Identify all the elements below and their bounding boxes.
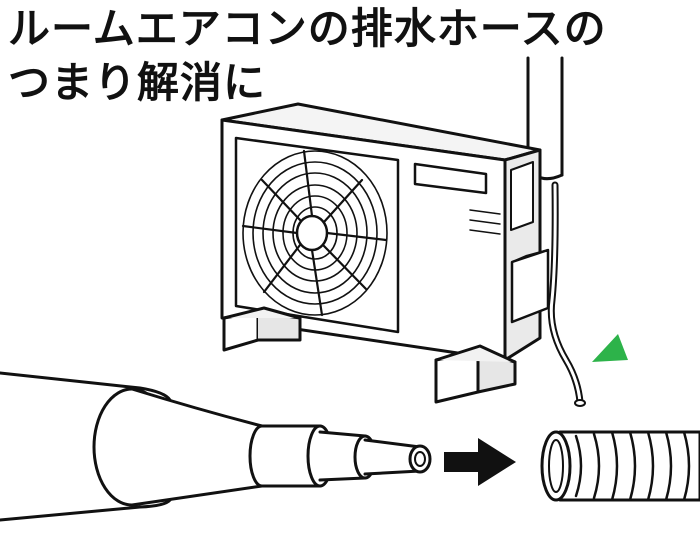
fan-grille (241, 149, 388, 317)
headline: ルームエアコンの排水ホースの つまり解消に (8, 2, 607, 110)
triangle-marker-icon (592, 334, 628, 362)
flexible-hose-end (540, 430, 700, 502)
vacuum-nozzle (0, 371, 432, 522)
unit-stand (222, 306, 517, 404)
headline-line-2: つまり解消に (8, 58, 267, 107)
arrow-right-icon (444, 438, 516, 486)
headline-line-1: ルームエアコンの排水ホースの (8, 4, 607, 53)
drain-hose (547, 181, 586, 407)
